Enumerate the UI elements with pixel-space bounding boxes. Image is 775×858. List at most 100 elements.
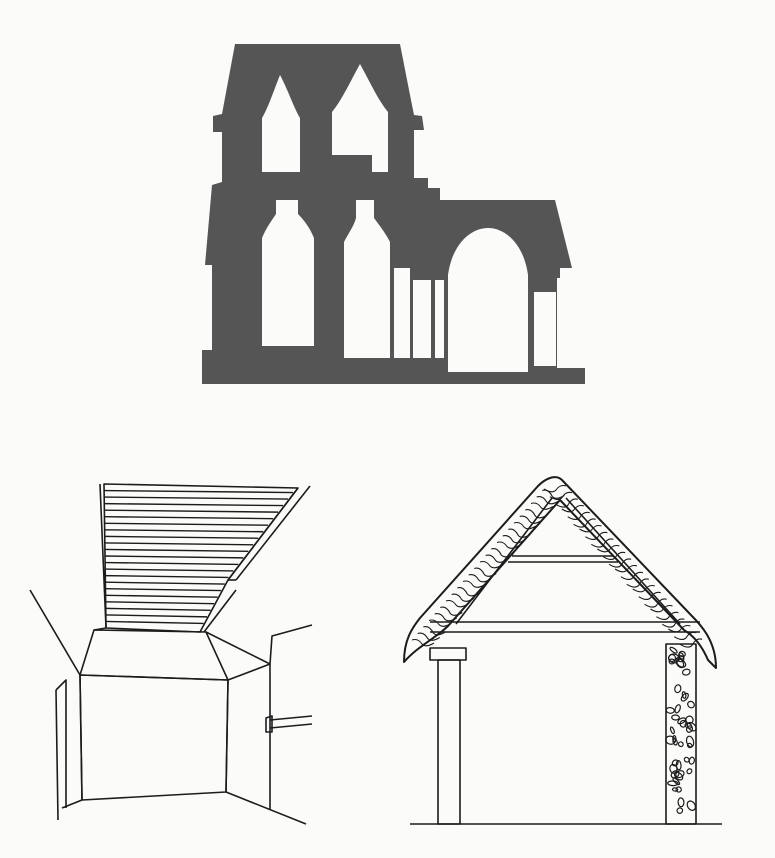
thatch-stroke (542, 489, 565, 499)
round-arch-opening (448, 228, 528, 372)
thatch-stroke (536, 496, 559, 505)
rubble-stone (671, 787, 679, 792)
lower-left-doorway (262, 200, 314, 346)
thatch-stroke (417, 632, 440, 641)
thatch-stroke (468, 574, 491, 583)
thatch-stroke (530, 502, 554, 510)
rubble-stone (688, 756, 695, 765)
ceiling-slat (105, 614, 208, 618)
slot-opening-2 (413, 280, 431, 358)
thatch-stroke (508, 528, 531, 538)
rubble-stone (685, 735, 695, 748)
rubble-texture (665, 646, 697, 814)
ceiling-slat (104, 555, 244, 559)
thatch-stroke (555, 498, 578, 508)
rubble-stone (673, 771, 684, 781)
slot-opening-1 (394, 268, 410, 358)
cove-right (205, 631, 271, 665)
thatch-stroke (626, 578, 649, 588)
rubble-stone (677, 741, 684, 748)
rubble-stone (675, 657, 685, 669)
rubble-stone (680, 692, 689, 702)
thatch-stroke (662, 618, 685, 628)
left-post (437, 659, 461, 825)
thatch-stroke (496, 541, 520, 549)
rubble-stone (677, 655, 685, 663)
thatch-stroke (428, 619, 452, 627)
left-wall-floor (61, 799, 83, 809)
thatch-stroke (620, 571, 644, 580)
rubble-stone (677, 717, 687, 725)
ceiling-slat (105, 607, 211, 612)
ceiling-slat (105, 588, 222, 592)
rubble-stone (669, 646, 678, 654)
section-silhouette (202, 44, 585, 384)
rubble-stone (674, 704, 681, 714)
cove-left (93, 627, 107, 631)
rubble-stone (671, 714, 680, 721)
thatch-stroke (513, 521, 537, 530)
thatch-stroke (434, 613, 457, 622)
rubble-stone (678, 652, 685, 660)
thatch-stroke (549, 491, 573, 500)
ceiling-slat (104, 496, 289, 500)
rubble-stone (667, 780, 679, 787)
thatch-stroke (561, 504, 584, 513)
thatch-stroke (474, 567, 497, 577)
upper-right-window (332, 64, 388, 172)
ceiling-slat (104, 535, 259, 539)
ceiling-slat (104, 489, 294, 494)
thatch-stroke (462, 580, 486, 588)
right-bay-opening (534, 292, 556, 366)
thatch-stroke (679, 638, 703, 648)
ceiling-slat (105, 561, 239, 566)
thatch-stroke (519, 515, 542, 524)
thatch-stroke (457, 587, 480, 597)
thatch-stroke (440, 606, 463, 616)
rubble-stone (687, 700, 695, 709)
lower-right-doorway (344, 200, 390, 358)
thatch-texture (411, 484, 703, 648)
rubble-stone (681, 691, 687, 699)
ceiling-slat (105, 568, 234, 572)
thatch-stroke (485, 554, 508, 563)
ceiling-beam-edge-2 (235, 485, 311, 581)
thatch-stroke (423, 626, 446, 636)
thatch-stroke (585, 531, 608, 540)
thatch-stroke (632, 584, 655, 593)
hut-cross-section (403, 476, 722, 825)
left-wall-top (29, 589, 81, 676)
back-wall (79, 674, 229, 801)
rubble-wall (665, 643, 697, 825)
rubble-stone (681, 668, 691, 676)
right-wall-corner (225, 679, 229, 793)
ceiling-beam-edge-1 (227, 487, 299, 581)
left-post-capital (429, 647, 467, 661)
ceiling-slats (104, 489, 294, 625)
thatch-stroke (608, 558, 632, 568)
left-door-edge (55, 689, 59, 821)
right-wall-upper (227, 624, 313, 681)
rubble-stone (669, 726, 675, 735)
rubble-stone (686, 800, 697, 811)
thatch-stroke (597, 544, 620, 553)
thatch-stroke (451, 593, 474, 602)
ceiling-slat (104, 522, 269, 526)
rubble-stone (677, 797, 685, 808)
thatch-stroke (525, 509, 548, 519)
ceiling-slat (104, 548, 249, 553)
rubble-stone (672, 738, 678, 746)
ceiling-slat (105, 620, 204, 625)
ceiling-slat (105, 601, 215, 605)
left-wall-corner (79, 674, 83, 801)
rubble-stone (676, 807, 684, 814)
thatch-stroke (567, 511, 590, 520)
thatch-stroke (445, 599, 469, 608)
left-door-jamb (55, 679, 67, 808)
thatch-stroke (668, 624, 691, 633)
rubble-stone (675, 786, 682, 793)
rubble-stone (675, 760, 682, 771)
thatch-stroke (491, 548, 514, 558)
silhouette-openings (262, 64, 556, 372)
